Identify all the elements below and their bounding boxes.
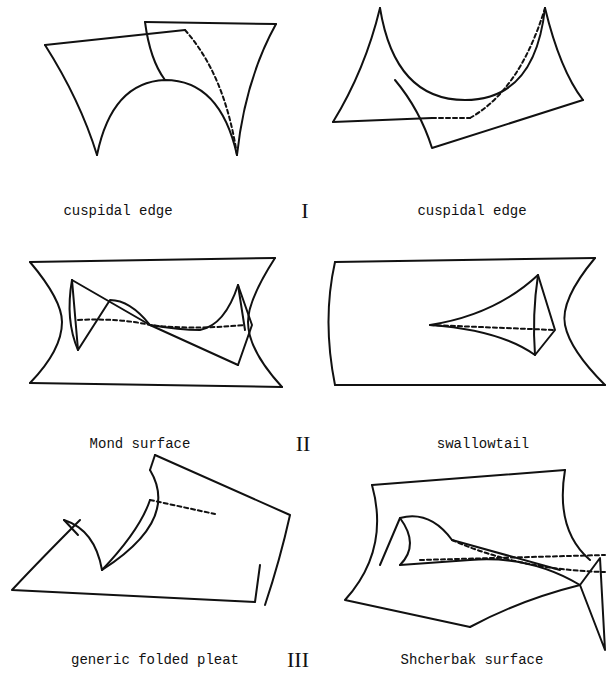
- shcherbak-surface-figure: [345, 470, 605, 650]
- figure-caption: cuspidal edge: [63, 203, 172, 219]
- cuspidal-edge-figure: [333, 8, 583, 148]
- figure-caption: Shcherbak surface: [401, 652, 544, 668]
- row-number: II: [296, 431, 311, 457]
- figure-caption: generic folded pleat: [71, 652, 239, 668]
- swallowtail-figure: [329, 258, 606, 385]
- folded-pleat-figure: [12, 455, 290, 605]
- cuspidal-edge-figure: [45, 22, 276, 155]
- row-number: III: [287, 647, 309, 673]
- figure-caption: Mond surface: [90, 436, 191, 452]
- figure-caption: swallowtail: [437, 436, 529, 452]
- figure-caption: cuspidal edge: [417, 203, 526, 219]
- row-number: I: [301, 198, 308, 224]
- mond-surface-figure: [30, 258, 282, 387]
